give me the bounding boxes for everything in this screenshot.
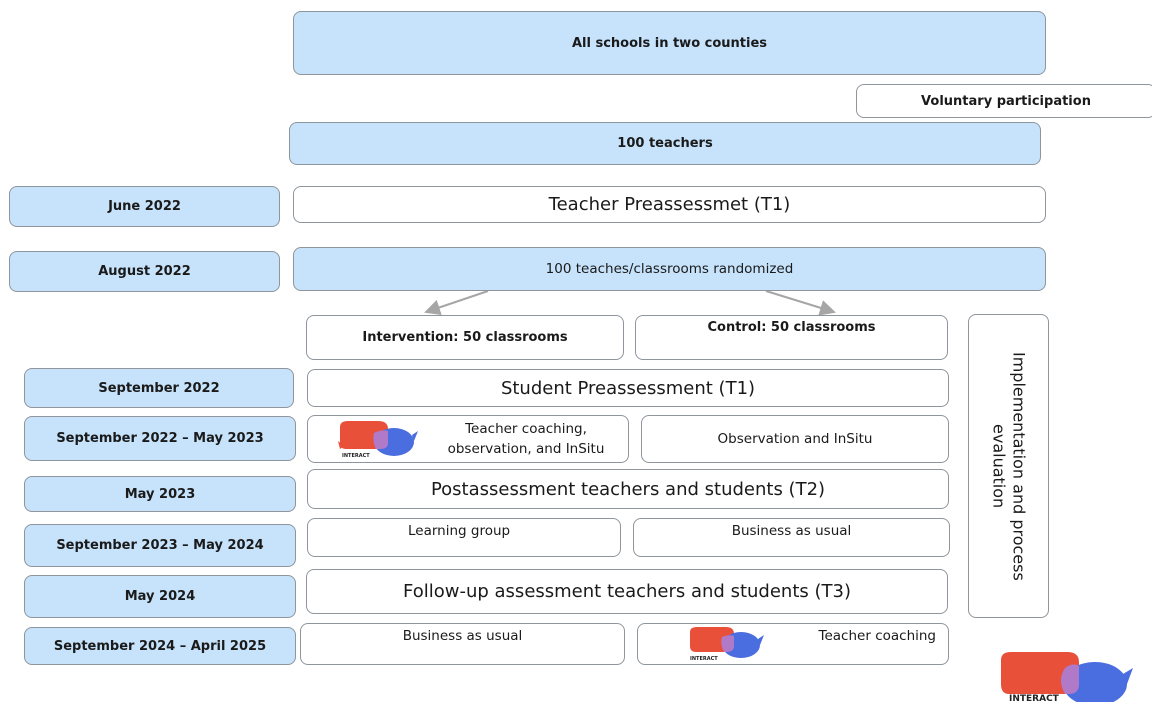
date-sep-2023-may-2024: September 2023 – May 2024 (24, 524, 296, 567)
date-label: September 2022 – May 2023 (56, 431, 264, 446)
postassessment-label: Postassessment teachers and students (T2… (430, 478, 826, 500)
teacher-preassessment-box: Teacher Preassessmet (T1) (293, 186, 1046, 223)
postassessment-box: Postassessment teachers and students (T2… (307, 469, 949, 509)
control-label: Control: 50 classrooms (707, 320, 876, 335)
interact-logo-icon: INTERACT (338, 421, 418, 459)
date-label: September 2024 – April 2025 (53, 638, 267, 654)
logo-text: INTERACT (690, 656, 718, 662)
date-sep-2024-apr-2025: September 2024 – April 2025 (24, 627, 296, 665)
student-preassessment-box: Student Preassessment (T1) (307, 369, 949, 407)
implementation-evaluation-label: Implementation and process evaluation (989, 351, 1029, 581)
date-label: May 2023 (124, 486, 196, 502)
voluntary-participation-box: Voluntary participation (856, 84, 1152, 118)
all-schools-box: All schools in two counties (293, 11, 1046, 75)
control-box: Control: 50 classrooms (635, 315, 948, 360)
arrow-to-intervention (424, 290, 489, 316)
learning-group-label: Learning group (408, 523, 511, 539)
date-label: June 2022 (108, 199, 181, 214)
date-september-2022: September 2022 (24, 368, 294, 408)
date-label: August 2022 (98, 264, 191, 279)
implementation-evaluation-box: Implementation and process evaluation (968, 314, 1049, 618)
intervention-label: Intervention: 50 classrooms (362, 330, 568, 345)
teachers-box: 100 teachers (289, 122, 1041, 165)
arrow-to-control (765, 290, 836, 316)
teachers-label: 100 teachers (617, 136, 713, 151)
randomized-box: 100 teaches/classrooms randomized (293, 247, 1046, 291)
teacher-preassessment-label: Teacher Preassessmet (T1) (548, 194, 791, 215)
date-label: September 2023 – May 2024 (56, 538, 264, 553)
business-as-usual-label: Business as usual (402, 628, 523, 644)
randomized-label: 100 teaches/classrooms randomized (545, 261, 794, 277)
business-as-usual-box-1: Business as usual (633, 518, 950, 557)
follow-up-box: Follow-up assessment teachers and studen… (306, 569, 948, 614)
observation-control-box: Observation and InSitu (641, 415, 949, 463)
student-preassessment-label: Student Preassessment (T1) (500, 377, 756, 399)
date-label: May 2024 (124, 589, 196, 604)
logo-text: INTERACT (1009, 694, 1060, 702)
coaching-intervention-label: Teacher coaching, observation, and InSit… (447, 421, 605, 457)
voluntary-participation-label: Voluntary participation (921, 93, 1091, 109)
intervention-box: Intervention: 50 classrooms (306, 315, 624, 360)
logo-text: INTERACT (342, 453, 370, 459)
business-as-usual-label: Business as usual (731, 523, 852, 539)
business-as-usual-box-2: Business as usual (300, 623, 625, 665)
learning-group-box: Learning group (307, 518, 621, 557)
date-august-2022: August 2022 (9, 251, 280, 292)
interact-logo-large-icon: INTERACT (1001, 652, 1133, 702)
follow-up-label: Follow-up assessment teachers and studen… (403, 581, 851, 602)
teacher-coaching-box: Teacher coaching (637, 623, 949, 665)
date-may-2024: May 2024 (24, 575, 296, 618)
date-june-2022: June 2022 (9, 186, 280, 227)
date-sep-2022-may-2023: September 2022 – May 2023 (24, 416, 296, 461)
teacher-coaching-label: Teacher coaching (818, 628, 936, 644)
observation-control-label: Observation and InSitu (717, 431, 873, 447)
interact-logo-icon: INTERACT (690, 627, 764, 662)
date-may-2023: May 2023 (24, 476, 296, 512)
all-schools-label: All schools in two counties (571, 35, 768, 51)
date-label: September 2022 (98, 380, 220, 396)
